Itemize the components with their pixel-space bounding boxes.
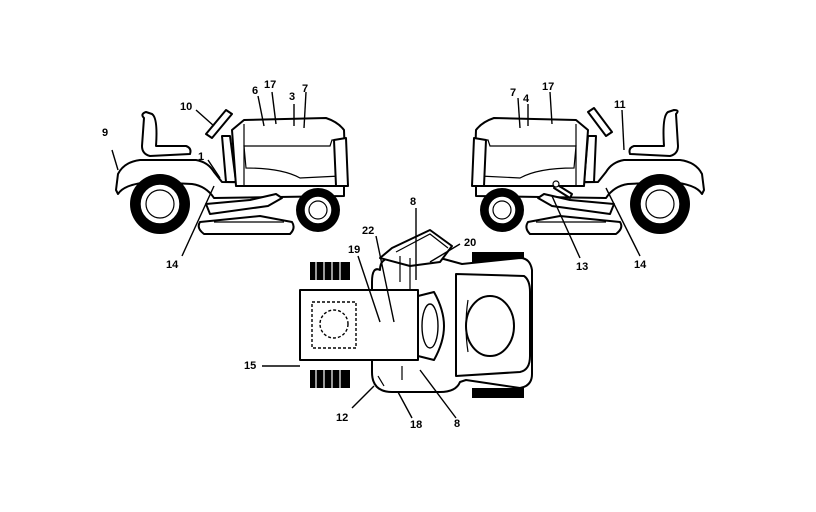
left-mower-deck xyxy=(197,215,295,235)
label-1: 1 xyxy=(198,151,204,163)
right-steering-wheel xyxy=(587,107,613,137)
top-seat-outline xyxy=(311,301,357,349)
label-6: 6 xyxy=(252,85,258,97)
label-7-left: 7 xyxy=(302,83,308,95)
left-hood xyxy=(231,117,347,187)
right-grille xyxy=(471,137,487,187)
label-11: 11 xyxy=(614,99,626,111)
label-14-right: 14 xyxy=(634,259,647,271)
label-15: 15 xyxy=(244,360,256,372)
top-rear-body xyxy=(299,289,419,361)
label-22: 22 xyxy=(362,225,374,237)
right-hood xyxy=(473,117,589,187)
label-18: 18 xyxy=(410,419,422,431)
label-8-bottom: 8 xyxy=(454,418,460,430)
top-hood-dome xyxy=(465,295,515,357)
left-seat xyxy=(141,111,192,157)
label-8-top: 8 xyxy=(410,196,416,208)
right-seat xyxy=(628,109,679,157)
right-step-plate xyxy=(537,193,615,215)
top-left-front-tire xyxy=(472,252,524,262)
left-step-plate xyxy=(205,193,283,215)
right-mower-deck xyxy=(525,215,623,235)
label-4: 4 xyxy=(523,93,530,105)
right-side-view-tractor xyxy=(471,91,705,259)
label-17-left: 17 xyxy=(264,79,276,91)
label-17-right: 17 xyxy=(542,81,554,93)
label-7-right: 7 xyxy=(510,87,516,99)
label-13: 13 xyxy=(576,261,588,273)
top-right-front-tire xyxy=(472,388,524,398)
left-grille xyxy=(333,137,349,187)
label-10: 10 xyxy=(180,101,192,113)
label-14-left: 14 xyxy=(166,259,179,271)
label-20: 20 xyxy=(464,237,476,249)
label-9: 9 xyxy=(102,127,108,139)
label-12: 12 xyxy=(336,412,348,424)
left-side-view-tractor xyxy=(111,91,349,257)
top-view-tractor xyxy=(262,208,533,419)
label-3: 3 xyxy=(289,91,295,103)
label-19: 19 xyxy=(348,244,360,256)
left-steering-wheel xyxy=(205,109,233,139)
